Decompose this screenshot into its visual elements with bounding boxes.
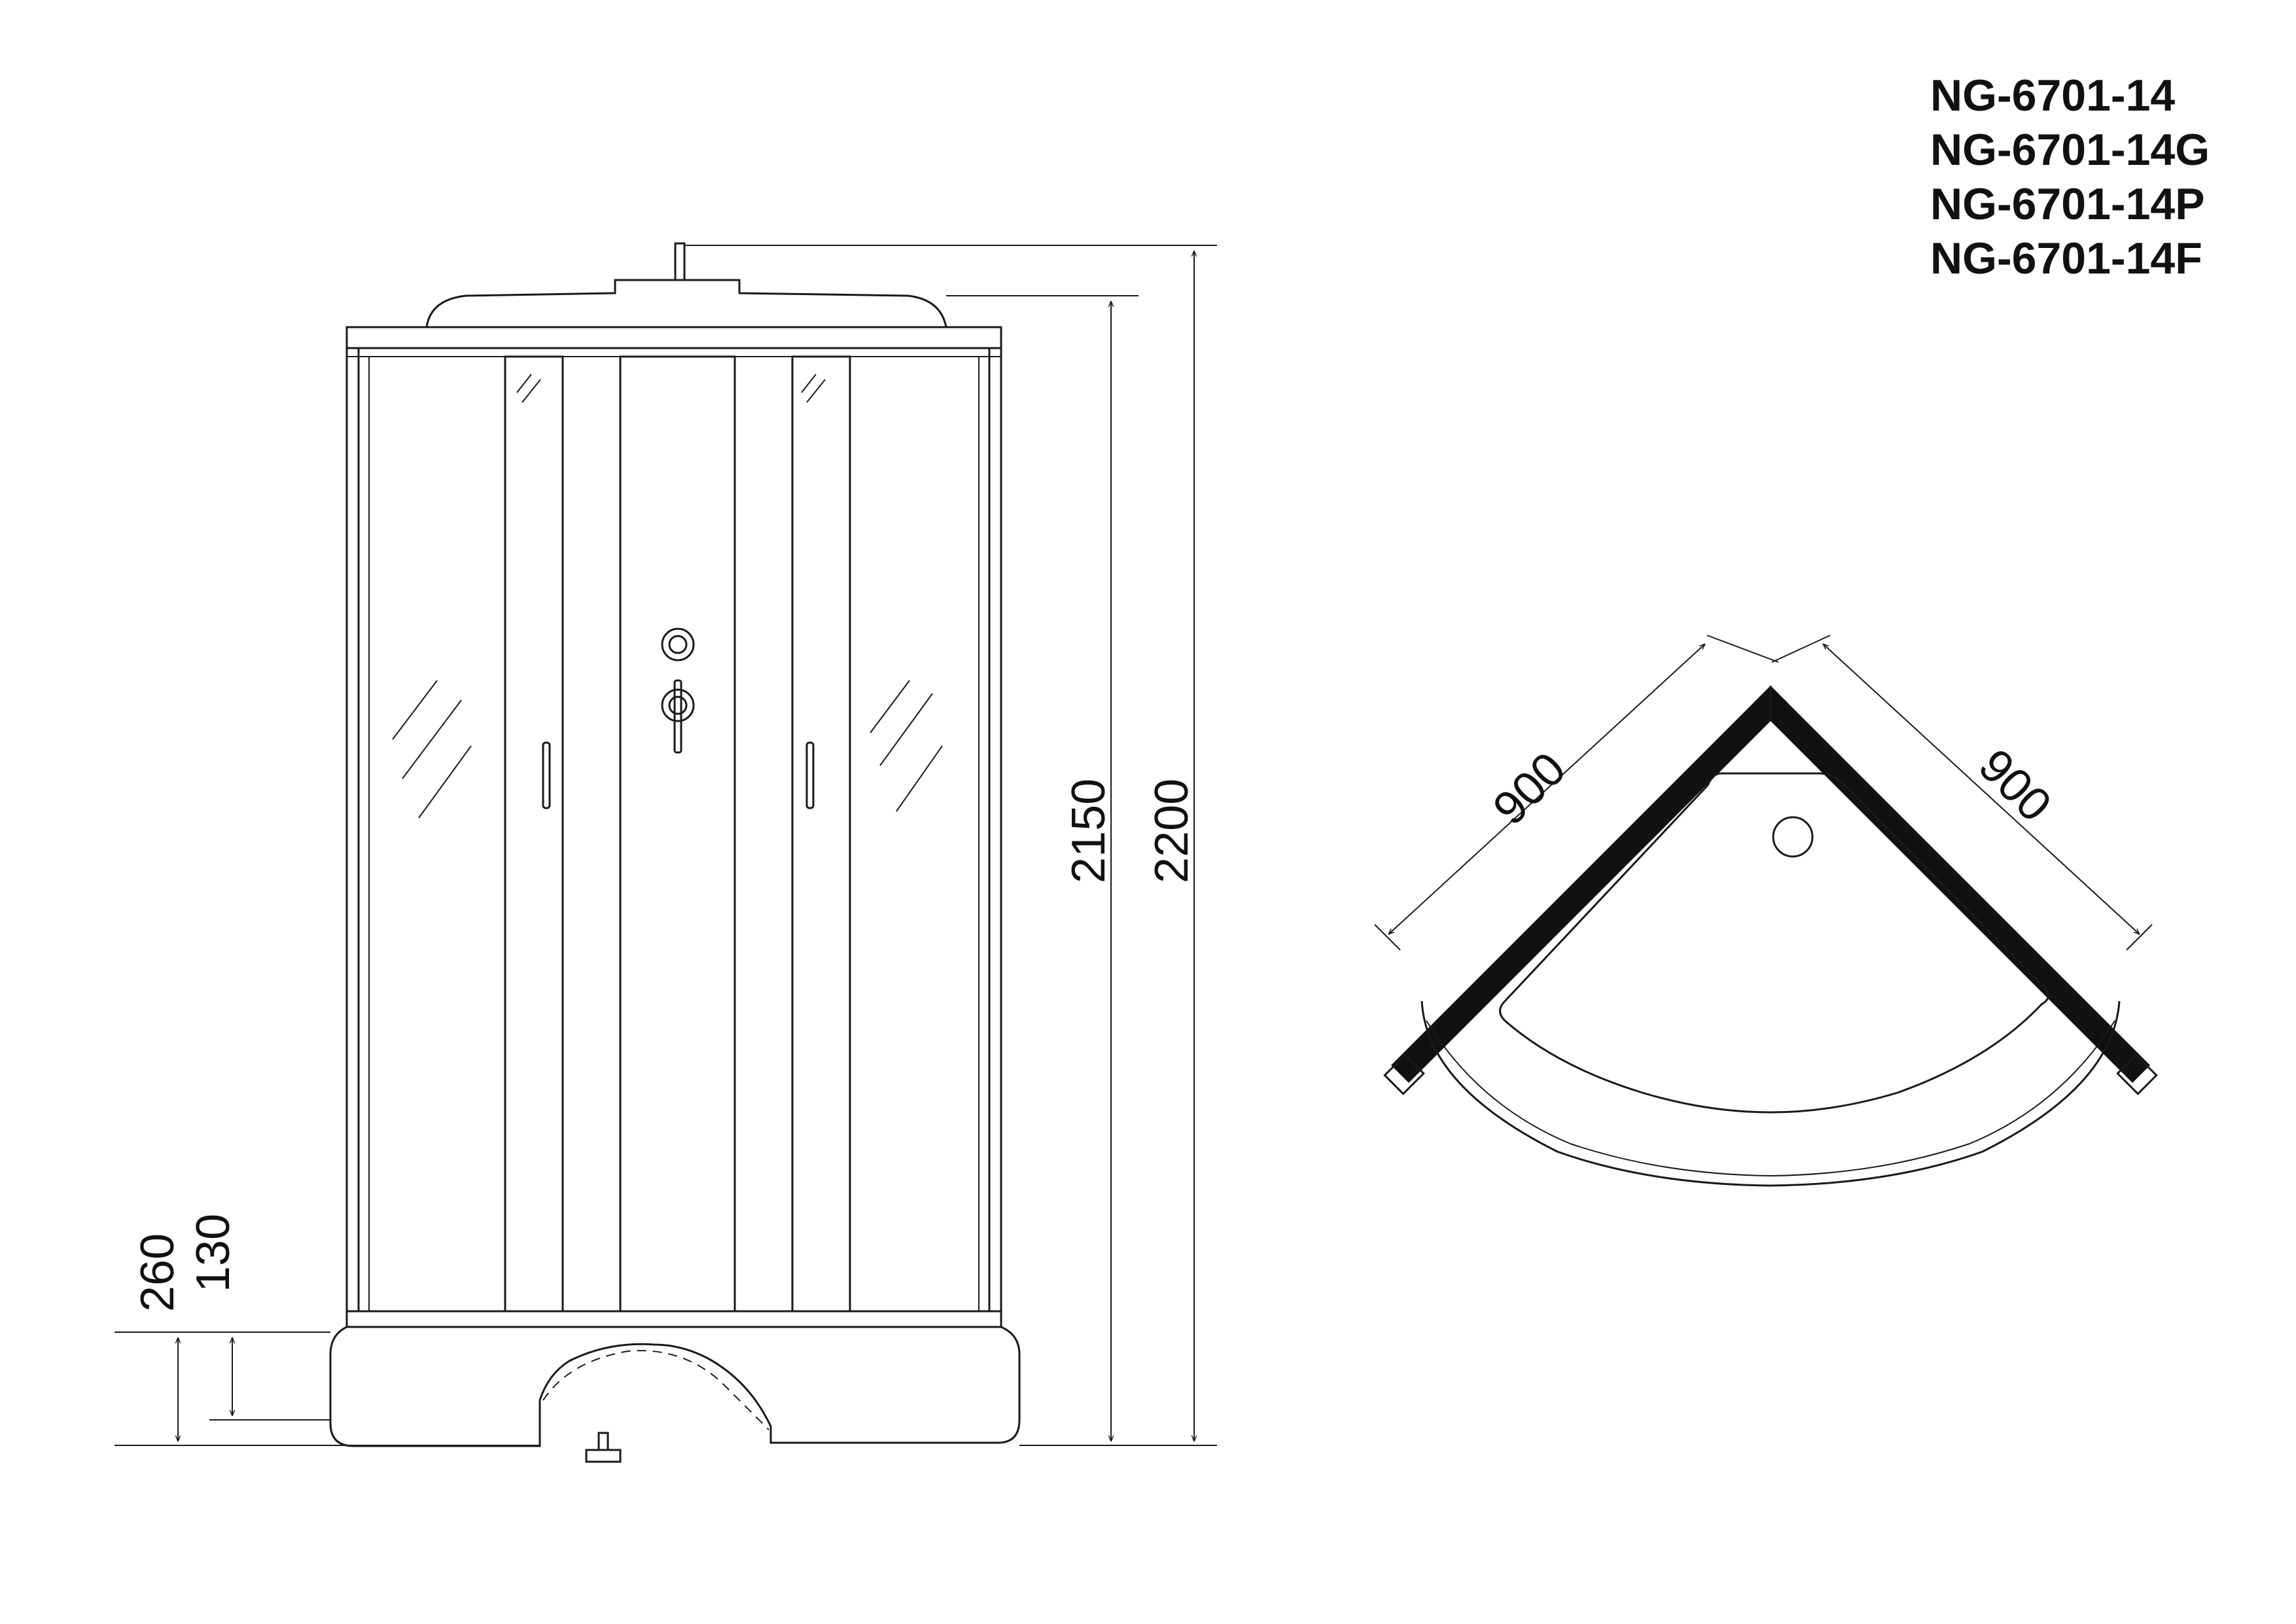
left-door-frame bbox=[504, 355, 564, 1313]
dim-900-left: 900 bbox=[1483, 743, 1576, 836]
drain-outlet bbox=[597, 1432, 609, 1451]
dim-130: 130 bbox=[187, 1214, 239, 1292]
center-panel bbox=[619, 355, 736, 1313]
dim-2150: 2150 bbox=[1063, 779, 1115, 883]
model-code: NG-6701-14F bbox=[1930, 234, 2202, 283]
left-post bbox=[345, 347, 360, 1313]
model-code: NG-6701-14P bbox=[1930, 179, 2205, 229]
control-knob-icon bbox=[661, 627, 695, 754]
dim-900-right: 900 bbox=[1969, 739, 2062, 832]
tray-basin bbox=[1499, 772, 2049, 1114]
shower-tray bbox=[329, 1326, 1021, 1447]
front-view: 2150 2200 260 130 bbox=[115, 242, 1217, 1463]
roof bbox=[425, 279, 947, 328]
right-wall bbox=[1753, 686, 2150, 1083]
plan-view: 900 900 bbox=[1374, 635, 2158, 1187]
model-code: NG-6701-14G bbox=[1930, 125, 2210, 175]
left-door-handle bbox=[542, 741, 551, 809]
glass-reflection-icon bbox=[392, 374, 943, 819]
top-pipe bbox=[674, 242, 686, 281]
model-list: NG-6701-14 NG-6701-14G NG-6701-14P NG-67… bbox=[1930, 69, 2210, 286]
tray-outline bbox=[1421, 1000, 2121, 1187]
bottom-frame bbox=[345, 1310, 1002, 1328]
left-wall bbox=[1391, 686, 1788, 1083]
right-post bbox=[988, 347, 1002, 1313]
right-door-handle bbox=[805, 741, 815, 809]
right-door-frame bbox=[791, 355, 851, 1313]
top-frame bbox=[345, 326, 1002, 349]
drain-icon bbox=[1772, 816, 1814, 858]
model-code: NG-6701-14 bbox=[1930, 71, 2176, 120]
dim-260: 260 bbox=[132, 1233, 184, 1312]
dim-2200: 2200 bbox=[1146, 779, 1198, 883]
